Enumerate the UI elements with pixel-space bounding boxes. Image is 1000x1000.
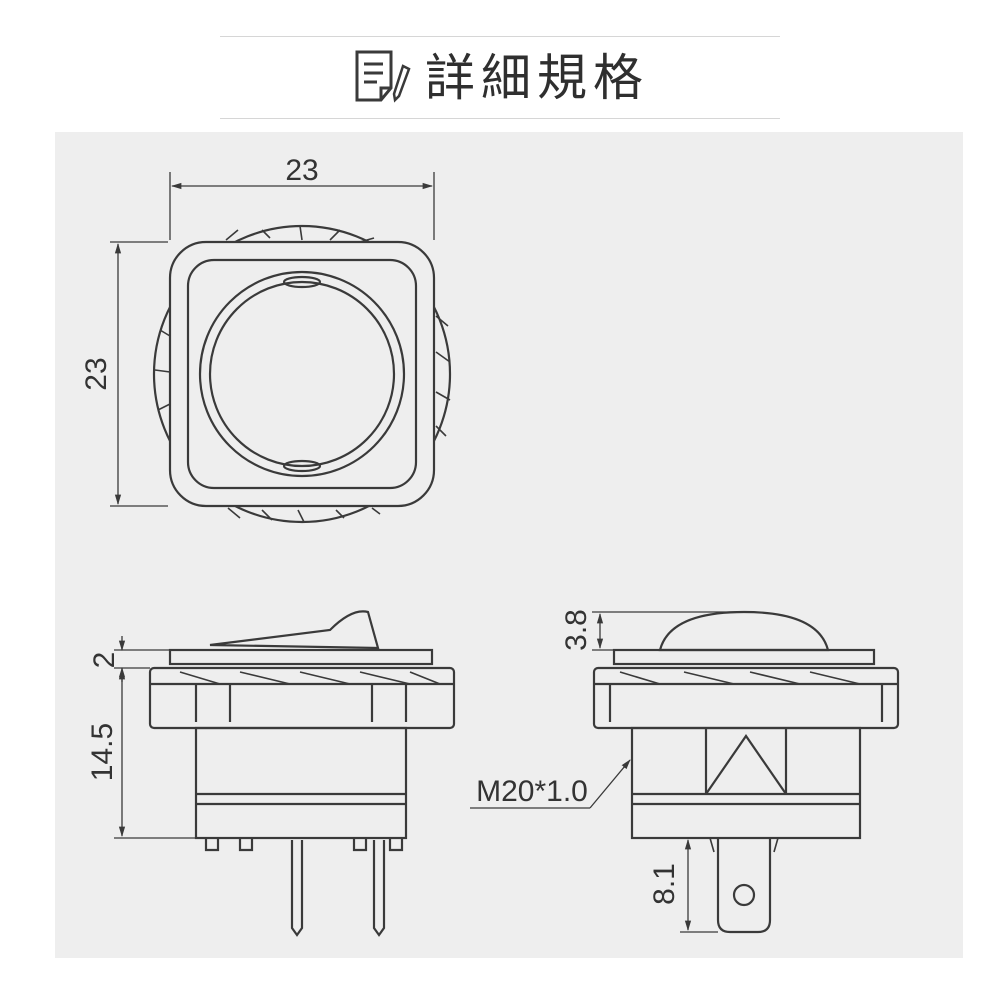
front-view (592, 610, 900, 934)
outer-square-frame (168, 240, 436, 508)
bezel-ribs (154, 225, 451, 523)
top-view (152, 224, 452, 524)
header-bottom-rule (220, 118, 780, 119)
front-flange (592, 666, 900, 730)
terminal-length-label: 8.1 (648, 863, 681, 905)
terminal-hole (732, 883, 756, 907)
bottom-tabs (204, 838, 404, 852)
terminal-left (290, 840, 304, 937)
rocker-actuator (209, 610, 380, 650)
rocker-inner-circle (208, 280, 396, 468)
rocker-outer-circle (198, 270, 406, 478)
front-terminal (716, 838, 772, 934)
front-cap-plate (612, 648, 876, 666)
front-dimensions (470, 611, 744, 933)
threaded-body (630, 726, 862, 840)
front-flange-ribs (619, 671, 861, 685)
side-dimensions (114, 636, 196, 839)
rocker-top-notch (282, 275, 322, 289)
rocker-height-label: 2 (88, 652, 121, 669)
body-height-label: 14.5 (86, 723, 119, 781)
side-view (148, 610, 456, 937)
flange-ribs (179, 671, 441, 685)
dome-height-label: 3.8 (560, 609, 593, 651)
body-triangle (705, 734, 787, 795)
page-title: 詳細規格 (425, 49, 649, 107)
title-row: 詳細規格 (0, 38, 1000, 118)
document-pencil-icon (351, 44, 415, 113)
inner-square-frame (186, 258, 418, 490)
spec-header: 詳細規格 (0, 0, 1000, 130)
thread-label: M20*1.0 (476, 775, 588, 808)
header-top-rule (220, 36, 780, 37)
terminal-right (372, 840, 386, 937)
bezel-ring (152, 224, 452, 524)
top-dimensions (110, 172, 435, 507)
switch-body (194, 726, 408, 840)
top-width-label: 23 (285, 154, 318, 187)
rocker-bottom-notch (282, 459, 322, 473)
top-height-label: 23 (80, 357, 113, 390)
cap-plate (168, 648, 434, 666)
dome-cap (658, 610, 830, 652)
